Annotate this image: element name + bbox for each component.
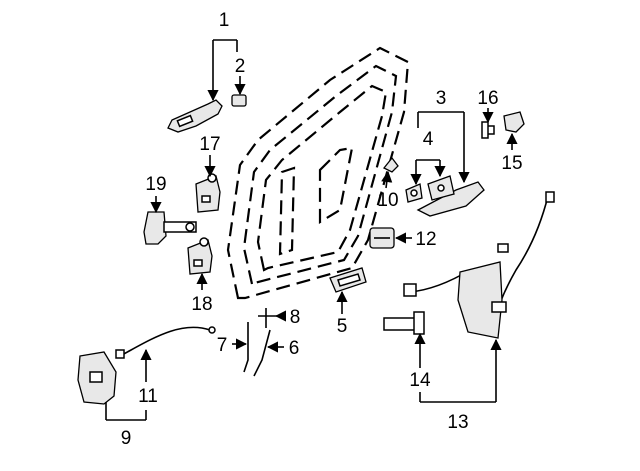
upper-hinge-part [195, 173, 221, 213]
door-outline [226, 46, 410, 300]
handle-cap-part [231, 94, 247, 107]
callout-13: 13 [447, 412, 468, 433]
callout-12: 12 [415, 229, 436, 250]
callout-1: 1 [219, 10, 230, 31]
callout-7: 7 [217, 335, 228, 356]
inside-handle-assembly-part [405, 175, 485, 217]
lock-actuator-part [383, 191, 555, 339]
callout-2: 2 [235, 56, 246, 77]
switch-part [369, 227, 395, 249]
callout-19: 19 [145, 174, 166, 195]
bolt-part [481, 121, 495, 139]
callout-3: 3 [436, 88, 447, 109]
callout-17: 17 [199, 134, 220, 155]
callout-4: 4 [423, 129, 434, 150]
latch-part [77, 351, 117, 405]
lower-hinge-part [187, 237, 213, 275]
clip-part [382, 156, 399, 173]
callout-9: 9 [121, 428, 132, 449]
striker-part [503, 111, 525, 133]
callout-16: 16 [477, 88, 498, 109]
cable-part [115, 326, 216, 359]
door-check-part [143, 211, 197, 245]
callout-11: 11 [138, 386, 158, 407]
outside-handle-part [167, 99, 223, 133]
callout-labels: 1 2 3 4 5 6 7 8 9 10 11 12 13 14 15 16 1… [121, 10, 523, 449]
callout-14: 14 [409, 370, 431, 391]
callout-18: 18 [191, 294, 212, 315]
callout-lines [105, 39, 518, 421]
callout-6: 6 [289, 338, 300, 359]
callout-8: 8 [290, 307, 301, 328]
callout-5: 5 [337, 316, 348, 337]
callout-15: 15 [501, 153, 522, 174]
rod-parts [243, 308, 276, 377]
callout-10: 10 [377, 190, 398, 211]
interior-handle-bezel-part [329, 267, 367, 293]
